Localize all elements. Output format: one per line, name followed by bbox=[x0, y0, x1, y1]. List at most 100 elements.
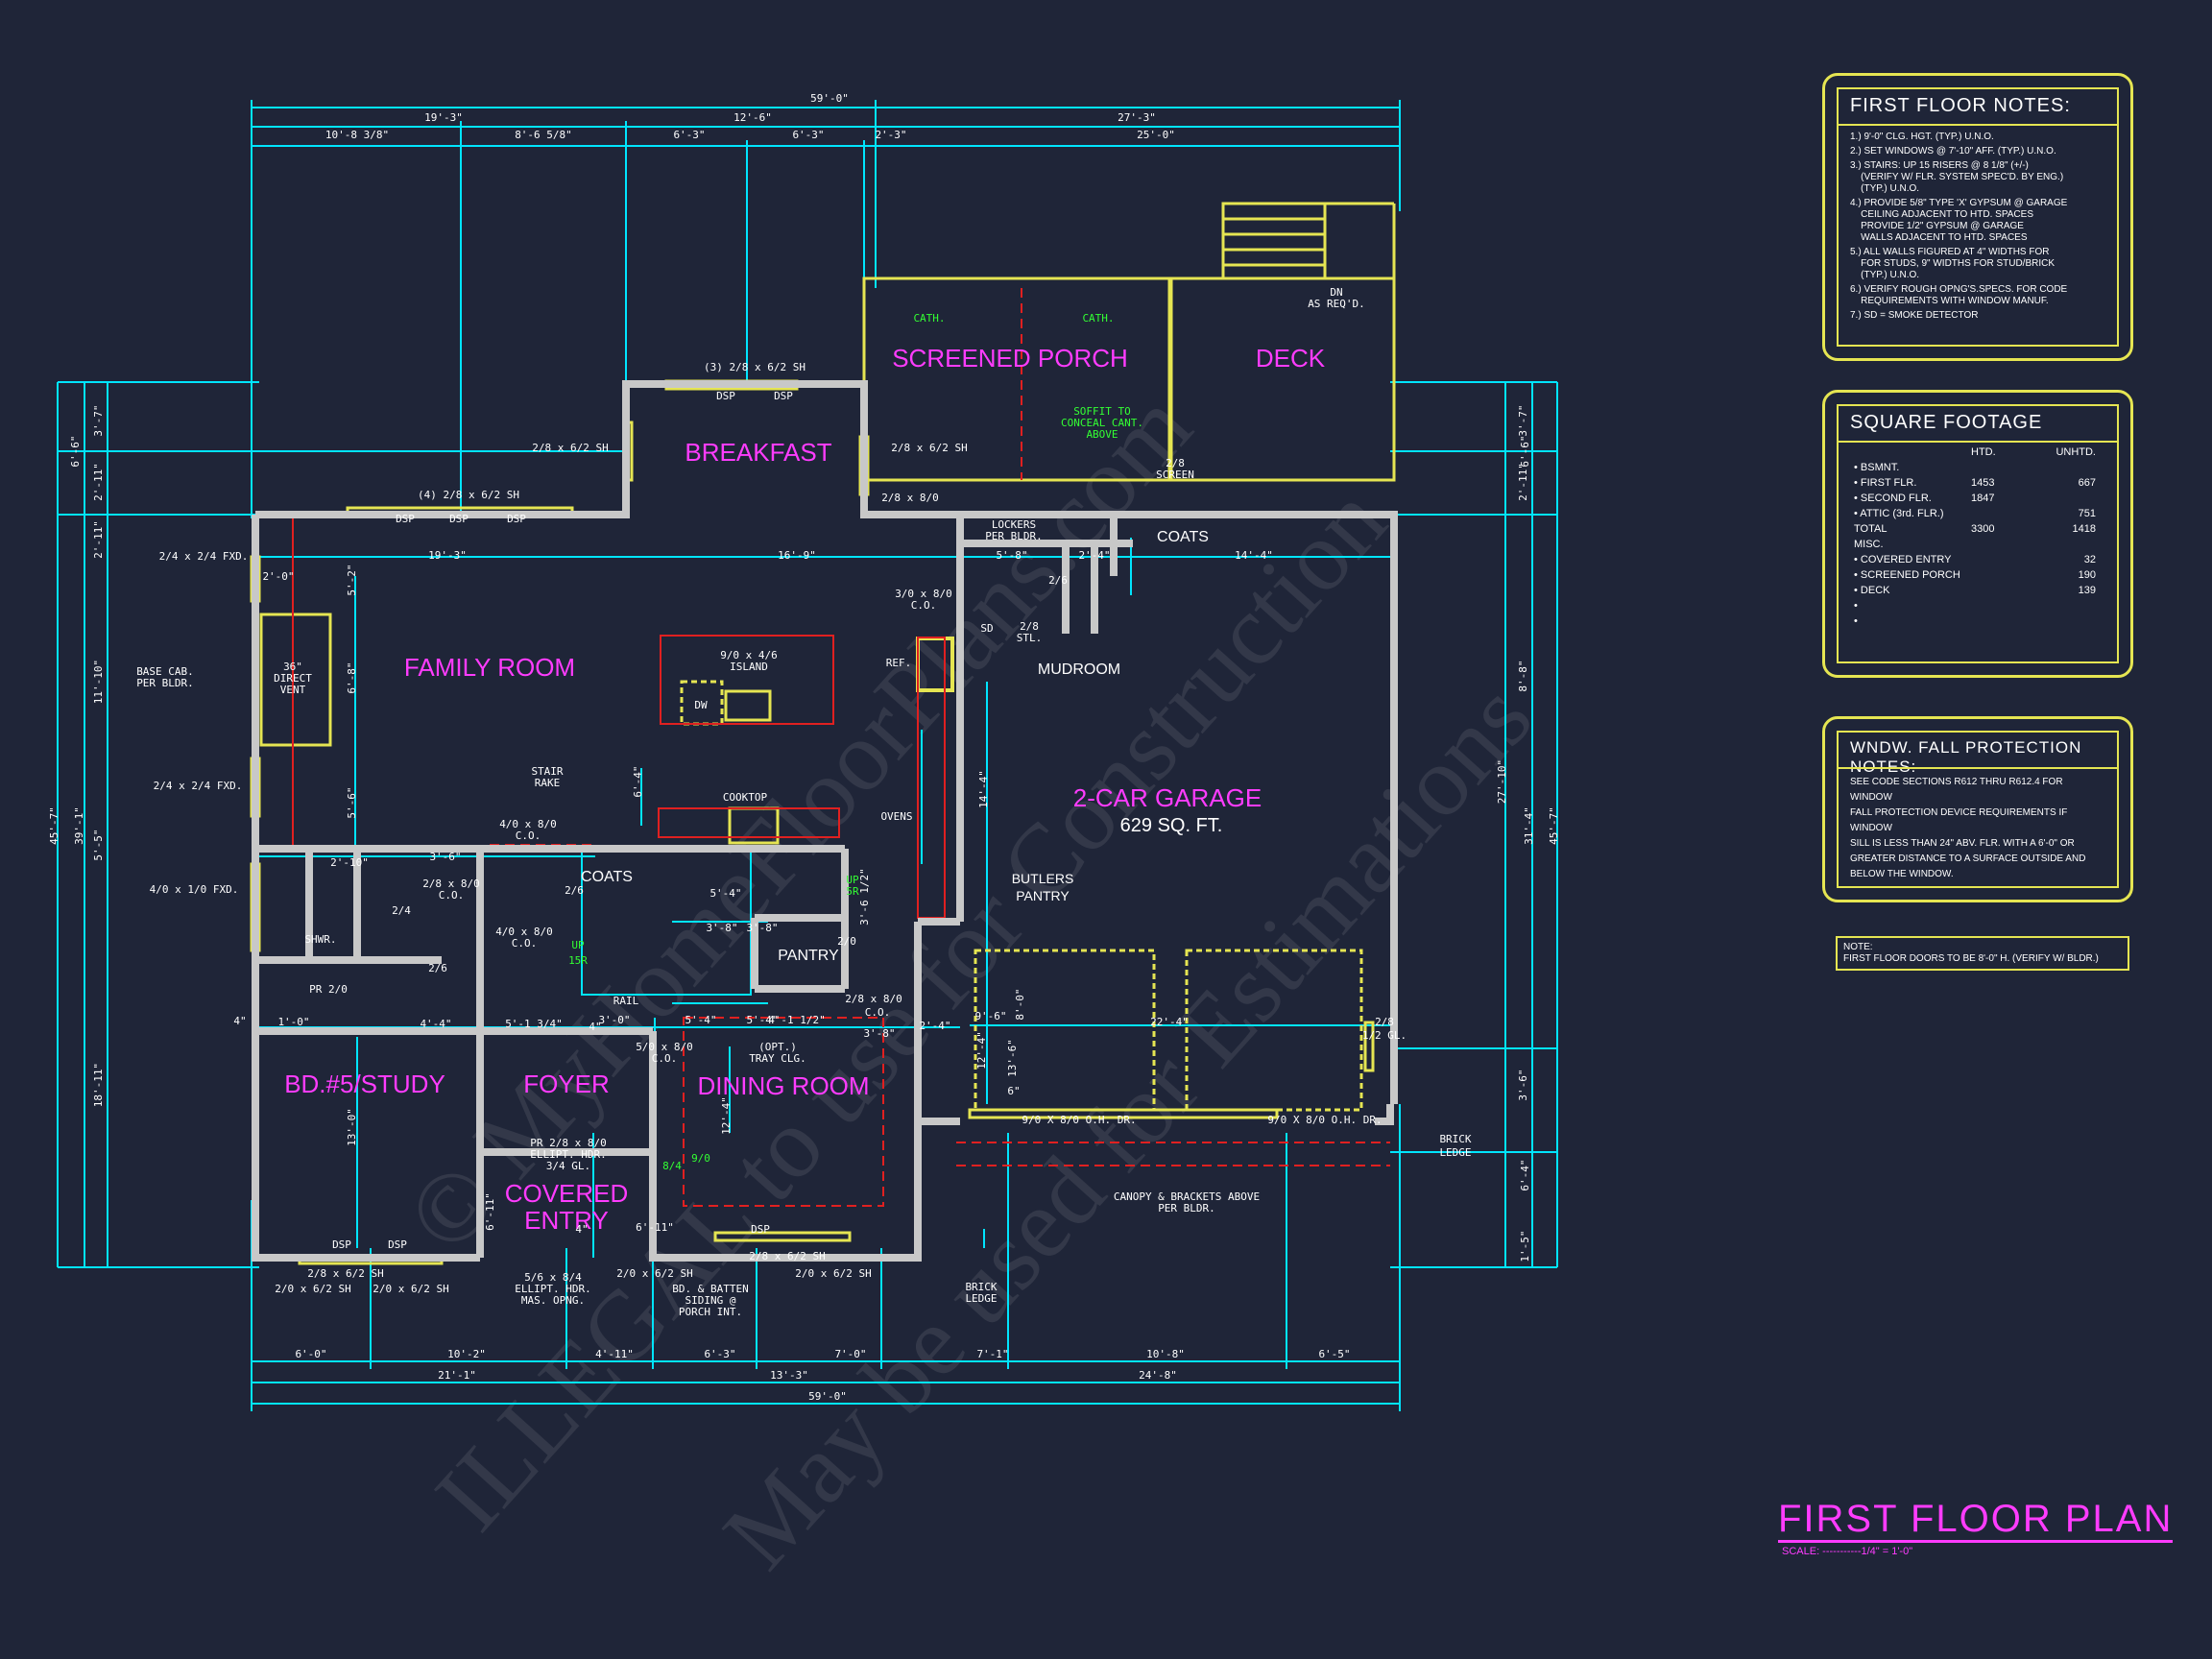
dimension-text: 6'-11" bbox=[484, 1192, 496, 1231]
annotation-text: RAIL bbox=[613, 995, 639, 1007]
annotation-text: 2/8 bbox=[1166, 457, 1185, 469]
annotation-text: BASE CAB. bbox=[136, 665, 194, 678]
dimension-text: 5'-2" bbox=[346, 564, 358, 595]
sqft-title: SQUARE FOOTAGE bbox=[1850, 412, 2043, 433]
sqft-cell: • bbox=[1854, 600, 1858, 612]
annotation-text: RAKE bbox=[535, 777, 561, 789]
annotation-text: 5R bbox=[846, 885, 859, 898]
annotation-text: 2/8 x 6/2 SH bbox=[891, 442, 967, 454]
note-line: 1.) 9'-0" CLG. HGT. (TYP.) U.N.O. bbox=[1850, 132, 1994, 142]
dimension-text: 2'-4" bbox=[1078, 549, 1110, 562]
dimension-text: 3'-6 1/2" bbox=[858, 868, 871, 926]
annotation-text: CATH. bbox=[913, 312, 945, 325]
sqft-cell: 1418 bbox=[2072, 523, 2096, 535]
dimension-text: 6'-6" bbox=[69, 435, 82, 467]
sqft-cell: HTD. bbox=[1971, 446, 1996, 458]
annotation-text: BD. & BATTEN bbox=[672, 1283, 748, 1295]
annotation-text: SIDING @ bbox=[685, 1294, 736, 1307]
sqft-row: • bbox=[1850, 600, 2107, 615]
dimension-text: 6'-6" bbox=[1519, 435, 1531, 467]
sqft-row: • SECOND FLR.1847 bbox=[1850, 493, 2107, 508]
sqft-divider bbox=[1839, 441, 2117, 443]
dimension-text: 2'-0" bbox=[262, 570, 294, 583]
dimension-text: 19'-3" bbox=[428, 549, 467, 562]
dimension-text: 8'-6 5/8" bbox=[515, 129, 572, 141]
sqft-row: MISC. bbox=[1850, 539, 2107, 554]
dimension-text: 13'-3" bbox=[770, 1369, 808, 1382]
note-line: 3.) STAIRS: UP 15 RISERS @ 8 1/8" (+/-) … bbox=[1850, 160, 2064, 194]
annotation-text: DIRECT bbox=[274, 672, 312, 685]
sqft-cell: 32 bbox=[2083, 554, 2096, 565]
room-labels: SCREENED PORCH DECK BREAKFAST FAMILY ROO… bbox=[284, 344, 1326, 1235]
dimension-text: 3'-7" bbox=[1517, 404, 1529, 436]
dimension-text: 2'-3" bbox=[875, 129, 906, 141]
annotation-text: C.O. bbox=[516, 830, 541, 842]
sheet-title: FIRST FLOOR PLAN bbox=[1778, 1498, 2174, 1543]
annotation-text: 2/0 x 6/2 SH bbox=[275, 1283, 350, 1295]
dimension-text: 12'-6" bbox=[733, 111, 772, 124]
annotation-text: DSP bbox=[507, 513, 526, 525]
room-label: COATS bbox=[581, 869, 633, 885]
dimension-text: 7'-1" bbox=[976, 1348, 1008, 1360]
annotation-text: SHWR. bbox=[304, 933, 336, 946]
sqft-cell: UNHTD. bbox=[2056, 446, 2096, 458]
annotation-text: 2/4 bbox=[392, 904, 411, 917]
window-openings bbox=[250, 202, 1396, 1265]
dimension-text: 6'-4" bbox=[632, 765, 644, 797]
sqft-row: • ATTIC (3rd. FLR.)751 bbox=[1850, 508, 2107, 523]
annotation-text: AS REQ'D. bbox=[1308, 298, 1365, 310]
annotation-text: (3) 2/8 x 6/2 SH bbox=[704, 361, 805, 373]
dimension-text: 3'-6" bbox=[429, 851, 461, 863]
sqft-cell: 1847 bbox=[1971, 493, 1995, 504]
annotation-text: 5/6 x 8/4 bbox=[524, 1271, 582, 1284]
dimension-text: 10'-8 3/8" bbox=[325, 129, 389, 141]
dimension-text: 5'-1 3/4" bbox=[505, 1018, 563, 1030]
room-label: PANTRY bbox=[1016, 888, 1070, 903]
annotation-text: (OPT.) bbox=[758, 1041, 797, 1053]
room-label: PANTRY bbox=[778, 948, 839, 964]
dimension-text: 3'-8" bbox=[746, 922, 778, 934]
dimension-text: 6'-4" bbox=[1519, 1159, 1531, 1190]
annotation-text: PER BLDR. bbox=[1158, 1202, 1215, 1214]
dimension-text: 5'-5" bbox=[92, 829, 105, 860]
annotation-text: 4/0 x 8/0 bbox=[499, 818, 557, 830]
annotation-text: STL. bbox=[1017, 632, 1043, 644]
annotation-text: C.O. bbox=[652, 1052, 678, 1065]
annotation-text: PER BLDR. bbox=[136, 677, 194, 689]
dimension-text: 12'-4" bbox=[720, 1096, 733, 1135]
dimension-text: 5'-4" bbox=[685, 1014, 716, 1026]
annotation-text: 5/0 x 8/0 bbox=[636, 1041, 693, 1053]
dimension-text: 3'-8" bbox=[706, 922, 737, 934]
dimension-text: 19'-3" bbox=[424, 111, 463, 124]
square-footage-panel: SQUARE FOOTAGE HTD.UNHTD.• BSMNT.• FIRST… bbox=[1822, 390, 2133, 678]
annotation-text: C.O. bbox=[439, 889, 465, 902]
annotation-text: 9/0 x 4/6 bbox=[720, 649, 778, 661]
annotation-text: COOKTOP bbox=[723, 791, 768, 804]
annotation-text: 2/0 x 6/2 SH bbox=[795, 1267, 871, 1280]
sqft-row: • bbox=[1850, 615, 2107, 631]
sqft-cell: • ATTIC (3rd. FLR.) bbox=[1854, 508, 1944, 519]
sqft-cell: 139 bbox=[2078, 585, 2096, 596]
annotation-text: 2/6 bbox=[428, 962, 447, 974]
annotation-text: PER BLDR. bbox=[985, 530, 1043, 542]
door-note-title: NOTE: bbox=[1843, 942, 1873, 952]
dimension-text: 25'-0" bbox=[1137, 129, 1175, 141]
dimension-text: 4" bbox=[575, 1223, 588, 1236]
note-line: 6.) VERIFY ROUGH OPNG'S.SPECS. FOR CODE … bbox=[1850, 284, 2068, 306]
annotation-text: 2/0 x 6/2 SH bbox=[373, 1283, 448, 1295]
annotation-text: 2/8 bbox=[1020, 620, 1039, 633]
room-label: DINING ROOM bbox=[697, 1071, 869, 1100]
annotation-text: 15R bbox=[568, 954, 588, 967]
sqft-cell: • bbox=[1854, 615, 1858, 627]
notes-title: FIRST FLOOR NOTES: bbox=[1850, 95, 2071, 116]
dimension-text: 1'-5" bbox=[1519, 1230, 1531, 1262]
annotation-text: PORCH INT. bbox=[679, 1306, 742, 1318]
note-line: 4.) PROVIDE 5/8" TYPE 'X' GYPSUM @ GARAG… bbox=[1850, 198, 2068, 243]
hidden-lines bbox=[292, 288, 1390, 1207]
window-fall-notes-panel: WNDW. FALL PROTECTION NOTES: SEE CODE SE… bbox=[1822, 716, 2133, 902]
annotation-text: 2/8 x 8/0 bbox=[881, 492, 939, 504]
sqft-cell: TOTAL bbox=[1854, 523, 1887, 535]
